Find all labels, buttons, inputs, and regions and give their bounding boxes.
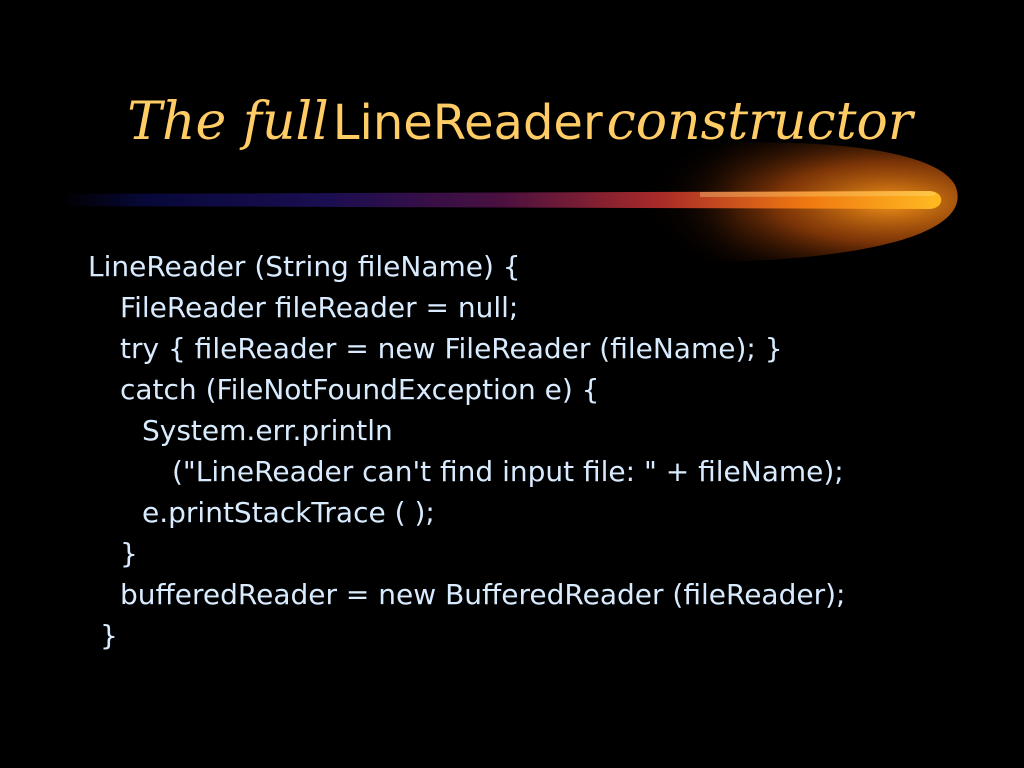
code-line: bufferedReader = new BufferedReader (fil… — [120, 578, 846, 611]
code-line: } — [100, 619, 118, 652]
code-line: try { fileReader = new FileReader (fileN… — [120, 332, 783, 365]
code-line: } — [120, 537, 138, 570]
code-line: catch (FileNotFoundException e) { — [120, 373, 600, 406]
code-block: LineReader (String fileName) { FileReade… — [88, 246, 845, 656]
title-prefix: The full — [127, 92, 329, 152]
code-line: System.err.println — [142, 414, 393, 447]
code-line: ("LineReader can't find input file: " + … — [172, 455, 844, 488]
code-line: LineReader (String fileName) { — [88, 250, 521, 283]
slide-title: The full LineReader constructor — [0, 92, 1024, 152]
title-class-name: LineReader — [332, 95, 603, 151]
title-suffix: constructor — [606, 92, 913, 152]
code-line: FileReader fileReader = null; — [120, 291, 519, 324]
code-line: e.printStackTrace ( ); — [142, 496, 435, 529]
